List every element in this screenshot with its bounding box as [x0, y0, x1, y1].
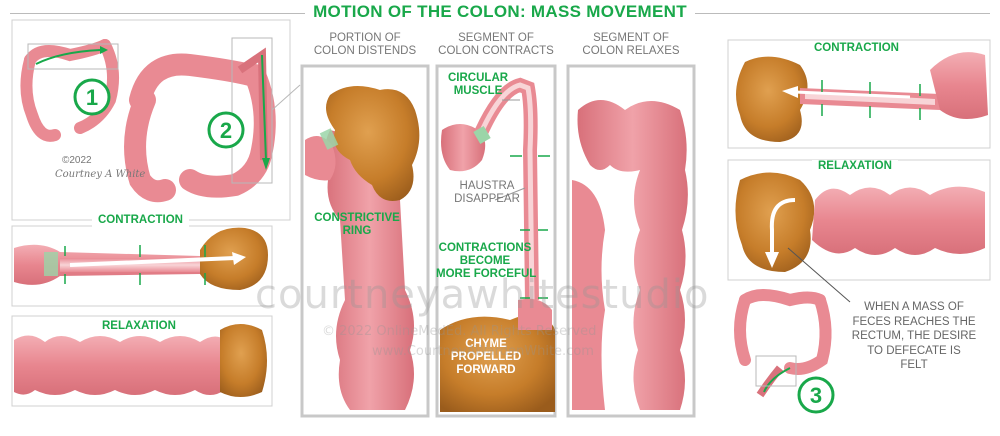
note-line1: WHEN A MASS OF	[864, 301, 964, 313]
col1-heading: PORTION OF COLON DISTENDS	[303, 32, 427, 58]
col2-heading-line1: SEGMENT OF	[458, 32, 534, 44]
colon-figure-2	[124, 37, 301, 203]
watermark-rights: © 2022 OnlineMedEd. All Rights Reserved	[322, 324, 597, 339]
constrictive-ring-line2: RING	[342, 225, 372, 237]
right-contraction-panel	[727, 39, 991, 149]
col3-heading-line2: COLON RELAXES	[582, 45, 680, 57]
chyme-line1: CHYME	[465, 338, 507, 350]
right-contraction-label: CONTRACTION	[808, 42, 905, 55]
chyme-line3: FORWARD	[456, 364, 516, 376]
anatomy-panel: 1 2	[11, 19, 301, 221]
watermark-url: www.CourtneyAWardenWhite.com	[372, 344, 594, 359]
circular-muscle-line2: MUSCLE	[453, 85, 503, 97]
watermark-studio: courtneyawhitestudio	[255, 272, 710, 318]
column-contracts	[435, 64, 557, 418]
step-1-number: 1	[86, 85, 98, 110]
defecate-note: WHEN A MASS OF FECES REACHES THE RECTUM,…	[844, 300, 984, 373]
step-3-badge	[797, 376, 835, 414]
title-rule-left	[10, 13, 320, 14]
haustra-line2: DISAPPEAR	[454, 193, 520, 205]
circular-muscle-line1: CIRCULAR	[448, 72, 509, 84]
note-line5: FELT	[900, 359, 928, 371]
left-relaxation-label: RELAXATION	[96, 320, 182, 333]
note-line3: RECTUM, THE DESIRE	[851, 330, 977, 342]
haustra-line1: HAUSTRA	[459, 180, 515, 192]
step-3-number: 3	[810, 383, 822, 408]
colon-figure-3	[734, 289, 832, 398]
col3-heading-line1: SEGMENT OF	[593, 32, 669, 44]
constrictive-ring-label: CONSTRICTIVE RING	[305, 212, 409, 238]
circular-muscle-label: CIRCULAR MUSCLE	[448, 72, 508, 98]
copyright-year: ©2022	[62, 155, 92, 166]
col2-heading-line2: COLON CONTRACTS	[438, 45, 554, 57]
chyme-propelled-label: CHYME PROPELLED FORWARD	[446, 338, 526, 377]
note-line4: TO DEFECATE IS	[867, 344, 961, 357]
contractions-line3: MORE FORCEFUL	[436, 268, 537, 280]
left-contraction-label: CONTRACTION	[92, 214, 189, 227]
note-line2: FECES REACHES THE	[852, 315, 976, 328]
col3-heading: SEGMENT OF COLON RELAXES	[566, 32, 696, 58]
step-1-badge	[73, 78, 111, 116]
haustra-disappear-label: HAUSTRA DISAPPEAR	[452, 180, 522, 206]
col1-heading-line2: COLON DISTENDS	[313, 45, 417, 57]
step-2-badge	[207, 111, 245, 149]
constrictive-ring-line1: CONSTRICTIVE	[314, 212, 400, 224]
right-relaxation-panel	[727, 159, 991, 303]
right-relaxation-label: RELAXATION	[812, 160, 898, 173]
column-relaxes	[566, 64, 696, 418]
copyright-signature: Courtney A White	[55, 169, 146, 180]
title-rule-right	[680, 13, 990, 14]
col1-heading-line1: PORTION OF	[329, 32, 401, 44]
col2-heading: SEGMENT OF COLON CONTRACTS	[430, 32, 562, 58]
left-contraction-panel	[11, 225, 273, 307]
step-2-number: 2	[220, 118, 232, 143]
chyme-line2: PROPELLED	[450, 351, 522, 363]
page-title-text: MOTION OF THE COLON: MASS MOVEMENT	[305, 2, 695, 21]
contractions-forceful-label: CONTRACTIONS BECOME MORE FORCEFUL	[436, 242, 537, 281]
contractions-line1: CONTRACTIONS	[438, 242, 532, 254]
contractions-line2: BECOME	[459, 255, 511, 267]
column-distends	[300, 64, 430, 418]
page-title: MOTION OF THE COLON: MASS MOVEMENT	[0, 2, 1000, 22]
